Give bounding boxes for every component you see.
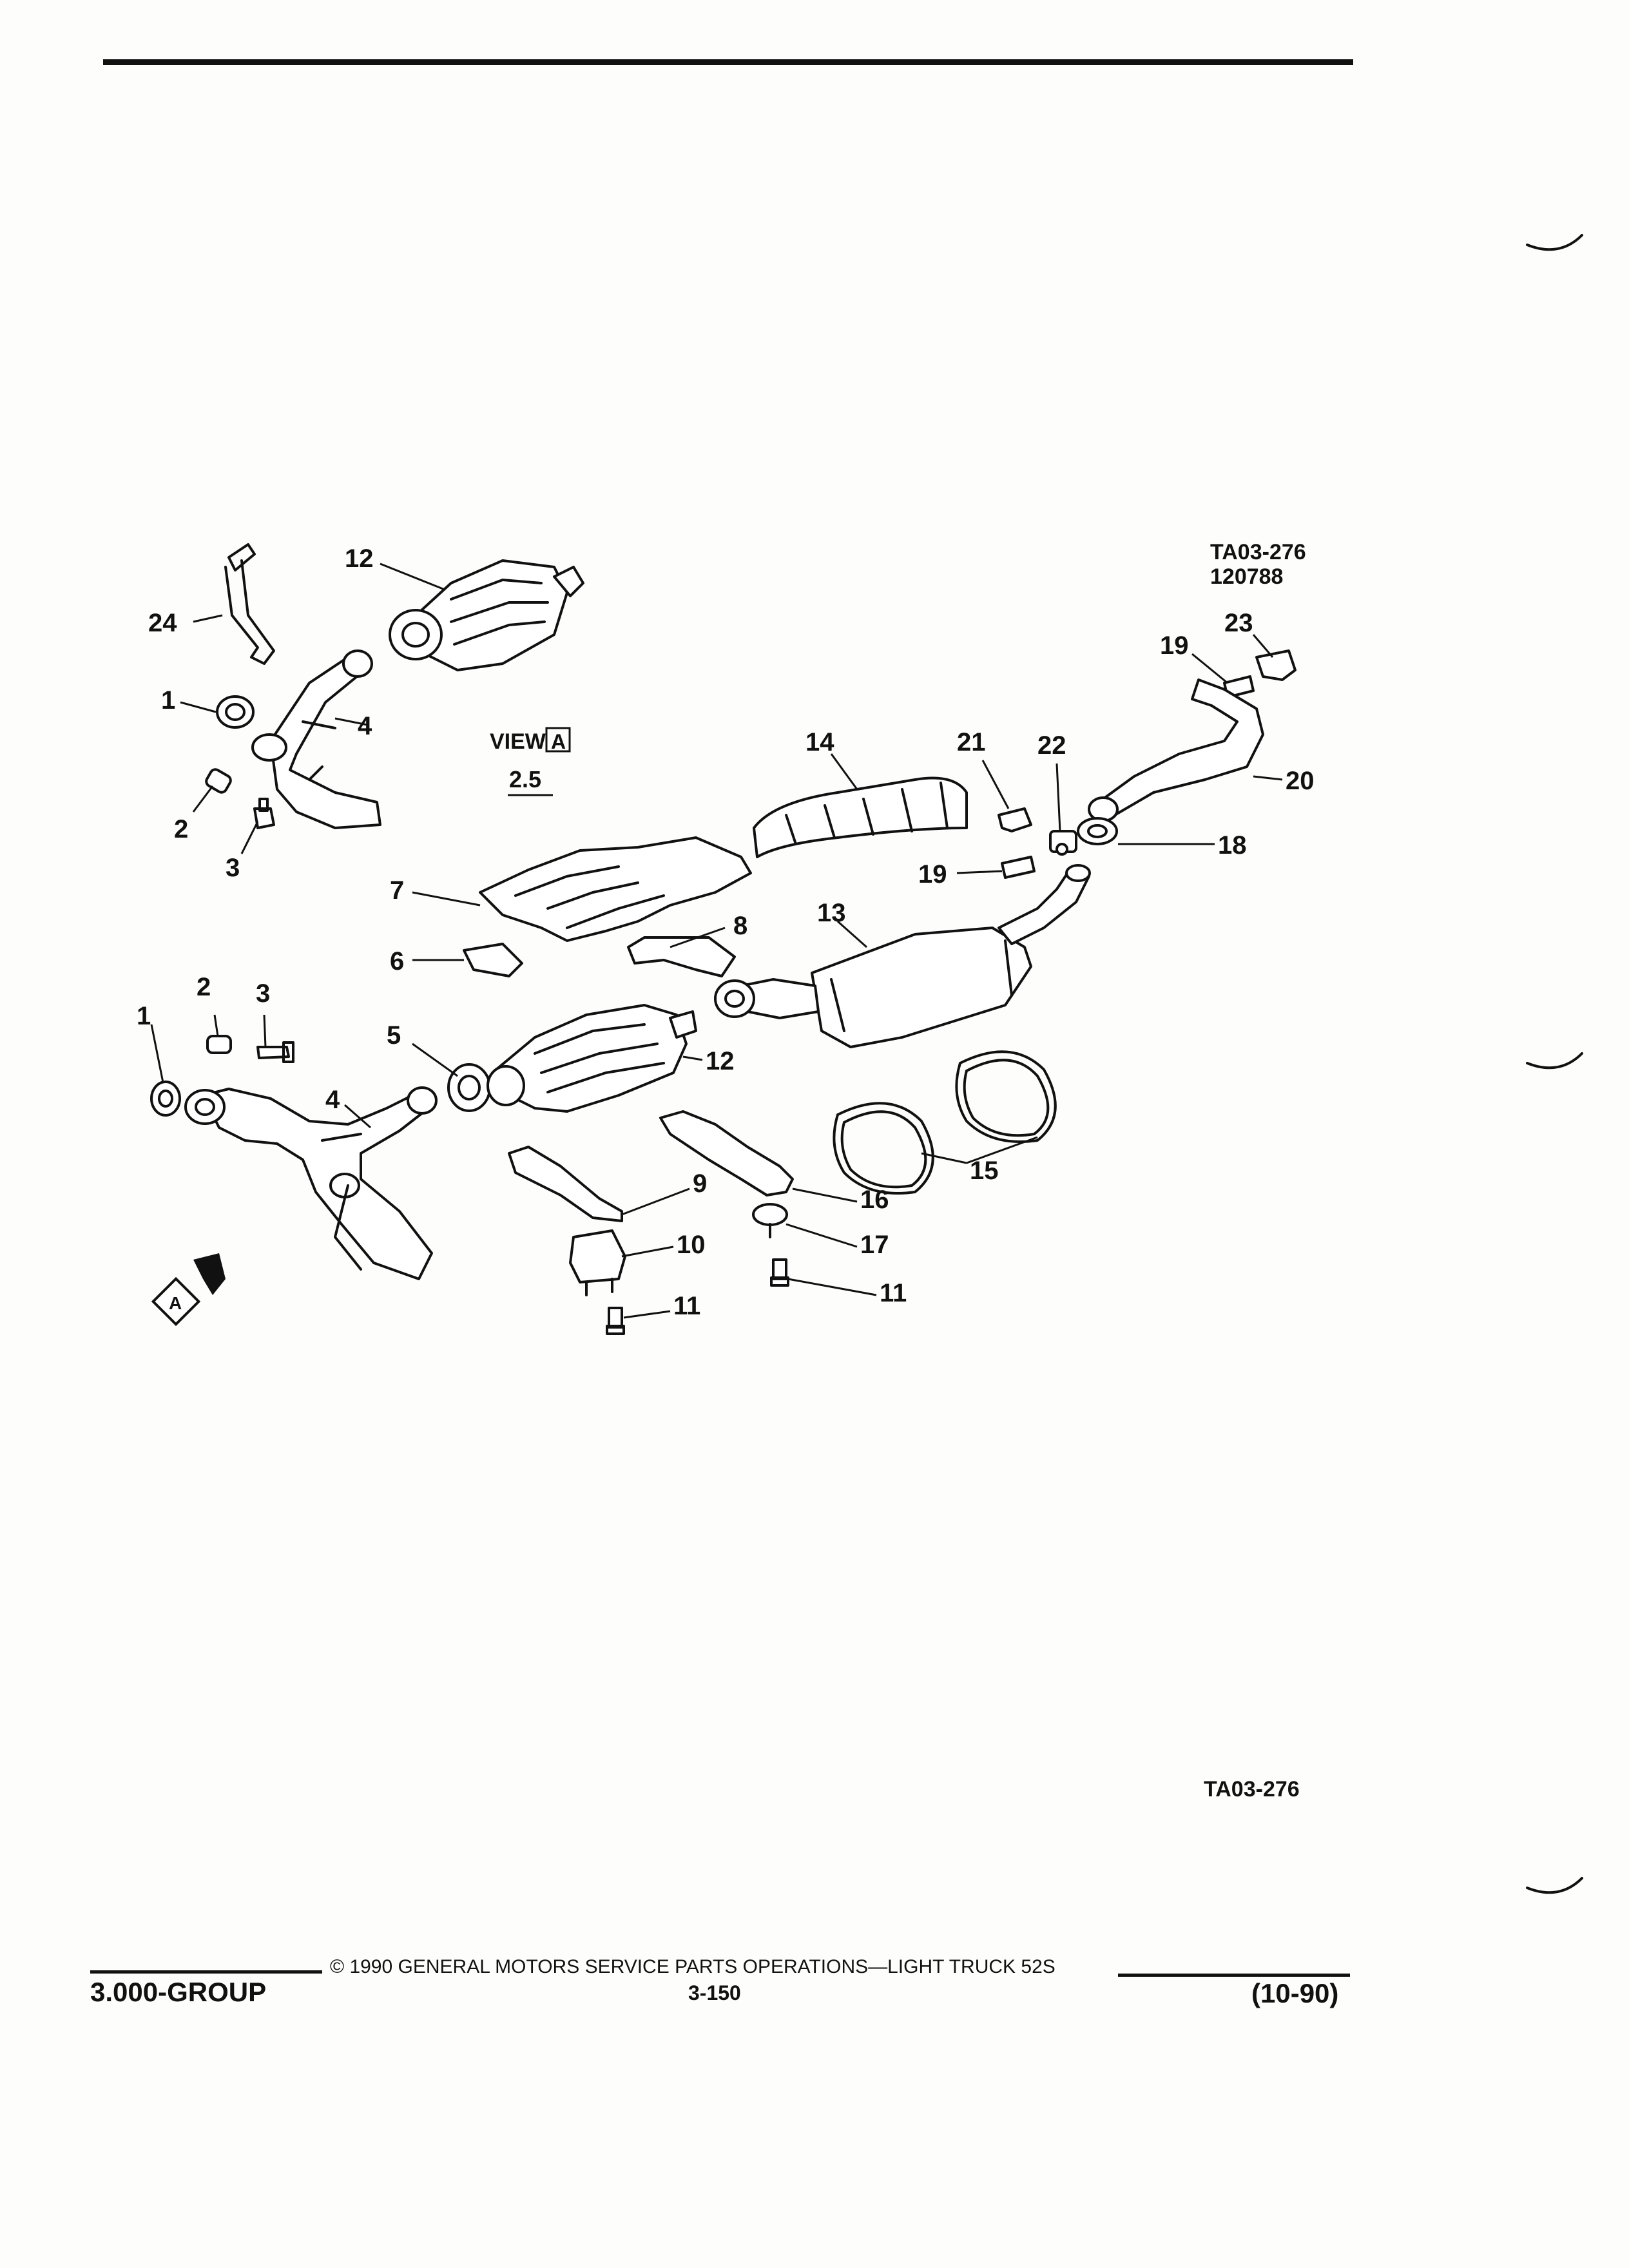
footer-rule-right: [1118, 1974, 1350, 1977]
part-15-clamp-rear: [955, 1050, 1057, 1143]
view-reference: 2.5: [509, 766, 541, 793]
callout-6: 6: [390, 947, 404, 975]
part-21-clamp: [998, 807, 1032, 832]
binder-mark: [1526, 1052, 1583, 1070]
part-23-hanger: [1255, 649, 1296, 681]
part-1-gasket-upper: [216, 695, 255, 729]
callout-18: 18: [1218, 831, 1247, 860]
callout-20: 20: [1286, 767, 1315, 795]
binder-mark: [1526, 234, 1583, 251]
view-label-letter: A: [551, 730, 566, 753]
figure-code: TA03-276: [1210, 540, 1306, 564]
view-a-arrow-icon: [151, 1253, 226, 1327]
callout-9: 9: [693, 1169, 707, 1198]
part-7-heat-shield: [479, 836, 752, 942]
callout-11: 11: [673, 1292, 700, 1320]
callout-1: 1: [161, 686, 175, 715]
callout-19: 19: [1160, 631, 1189, 660]
callout-21: 21: [957, 728, 986, 756]
callout-24: 24: [148, 609, 177, 637]
figure-date-code: 120788: [1210, 564, 1284, 589]
callout-22: 22: [1037, 731, 1066, 760]
binder-mark: [1526, 1877, 1583, 1894]
part-3-bolt-lower: [256, 1041, 294, 1063]
callout-1: 1: [137, 1002, 151, 1030]
part-14-heat-shield: [753, 776, 968, 858]
part-22-clamp: [1049, 830, 1077, 856]
part-9-bracket: [508, 1146, 623, 1222]
callout-4: 4: [358, 712, 372, 740]
callout-14: 14: [805, 728, 834, 756]
view-label: VIEW: [490, 729, 546, 754]
callout-5: 5: [387, 1021, 401, 1050]
callout-2: 2: [174, 815, 188, 843]
header-rule: [103, 59, 1353, 65]
part-18-flange: [1077, 817, 1118, 845]
part-13-muffler: [714, 864, 1091, 1048]
part-8-hanger: [627, 936, 736, 977]
footer-page-number: 3-150: [688, 1981, 741, 2004]
part-19-clamp-lower: [1001, 856, 1036, 879]
callout-8: 8: [733, 912, 747, 940]
part-11-bolt-right: [770, 1258, 789, 1287]
part-20-tailpipe: [1088, 678, 1264, 822]
part-4-pipe-upper: [251, 649, 381, 829]
part-1-gasket-lower: [150, 1081, 181, 1117]
callout-12: 12: [706, 1047, 735, 1075]
callout-23: 23: [1224, 609, 1253, 637]
footer-copyright: © 1990 GENERAL MOTORS SERVICE PARTS OPER…: [330, 1956, 1055, 1977]
footer-group: 3.000-GROUP: [90, 1977, 267, 2007]
callout-17: 17: [860, 1231, 889, 1259]
figure-code-bottom: TA03-276: [1204, 1777, 1300, 1802]
callout-16: 16: [860, 1186, 889, 1214]
callout-15: 15: [970, 1157, 999, 1185]
part-12-converter-upper: [389, 559, 584, 671]
part-15-clamp-front: [833, 1102, 934, 1195]
part-5-gasket: [447, 1063, 491, 1112]
callout-2: 2: [197, 973, 211, 1001]
part-11-bolt-left: [606, 1307, 625, 1335]
view-box: [545, 727, 571, 753]
callout-3: 3: [256, 979, 270, 1008]
part-6-bracket: [463, 943, 523, 977]
part-16-bracket: [659, 1110, 794, 1196]
part-4-pipe-lower: [184, 1086, 438, 1280]
callout-7: 7: [390, 876, 404, 905]
callout-12: 12: [345, 544, 374, 573]
leader-lines: [150, 562, 1283, 1319]
callout-13: 13: [817, 899, 846, 927]
callout-10: 10: [677, 1231, 706, 1259]
footer-revision: (10-90): [1251, 1978, 1339, 2008]
part-12-converter-lower: [487, 1004, 697, 1113]
callout-3: 3: [226, 854, 240, 882]
part-10-mount: [569, 1229, 626, 1296]
callout-19: 19: [918, 860, 947, 889]
callout-4: 4: [325, 1086, 340, 1114]
part-17-isolator: [752, 1203, 788, 1238]
footer-rule-left: [90, 1970, 322, 1974]
callout-11: 11: [880, 1279, 907, 1307]
part-24-bracket: [224, 543, 275, 665]
view-marker-letter: A: [169, 1293, 182, 1313]
part-2-nut-lower: [206, 1035, 232, 1054]
